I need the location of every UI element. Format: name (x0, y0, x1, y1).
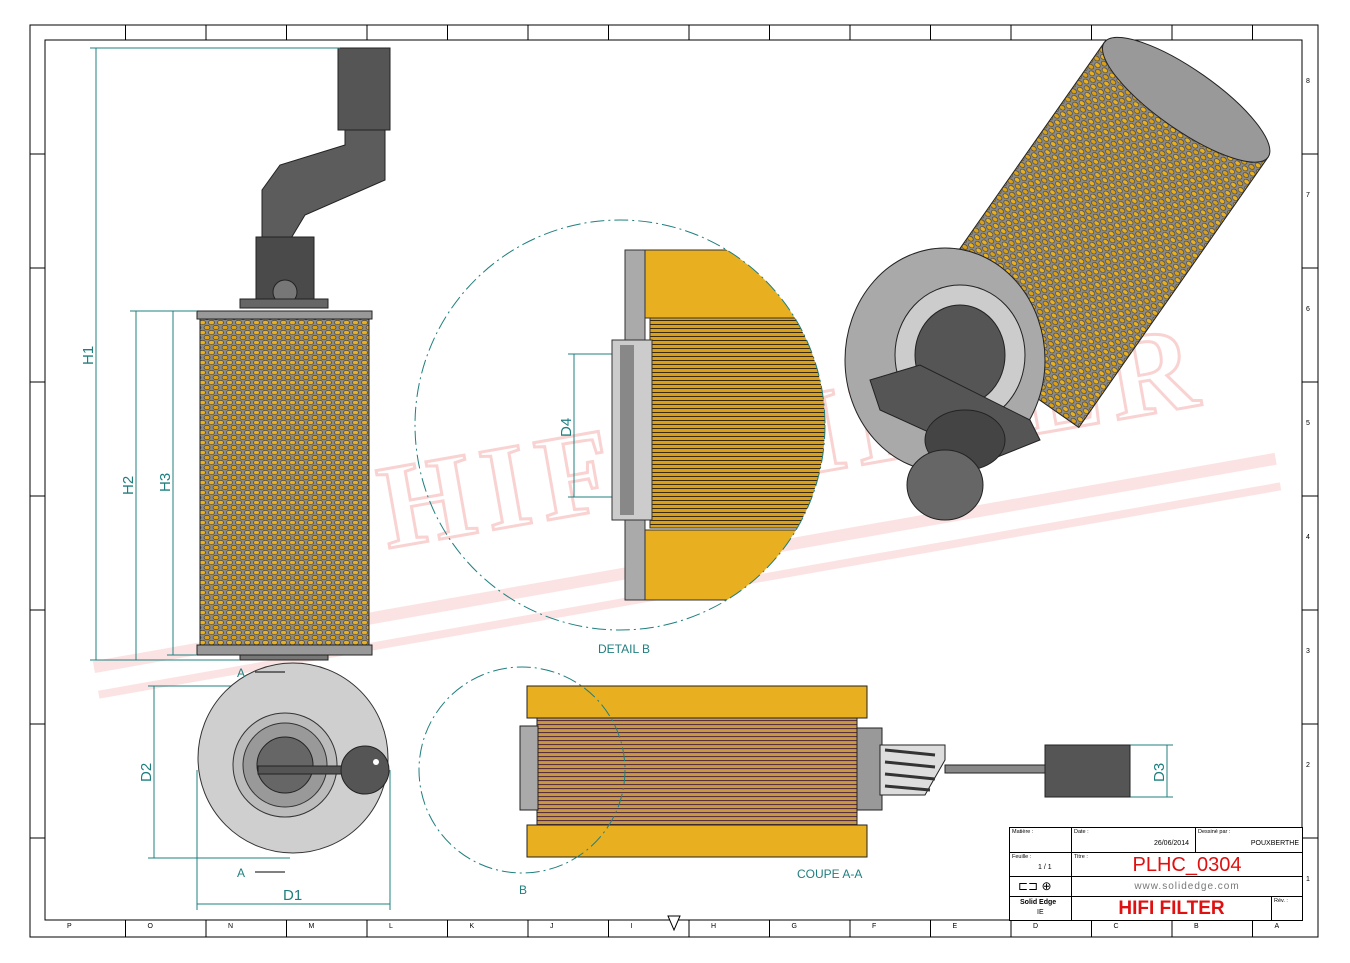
border-column-label: C (1113, 923, 1119, 930)
dimension-lines (90, 47, 1173, 910)
section-a-a-view (418, 666, 1131, 874)
border-column-label: J (550, 923, 554, 930)
drawing-title: PLHC_0304 (1132, 854, 1242, 876)
border-row-label: 5 (1306, 420, 1310, 427)
border-row-label: 3 (1306, 648, 1310, 655)
border-column-label: M (308, 923, 315, 930)
border-column-label: L (389, 923, 393, 930)
date-value: 26/06/2014 (1153, 840, 1189, 847)
bottom-view (197, 662, 390, 873)
border-column-label: K (469, 923, 475, 930)
revision-label: Rév. : (1274, 898, 1288, 904)
dim-h1: H1 (80, 346, 97, 365)
drawn-by-value: POUXBERTHE (1250, 840, 1299, 847)
border-column-label: G (791, 923, 797, 930)
border-row-label: 8 (1306, 78, 1310, 85)
border-column-label: I (630, 923, 633, 930)
date-label: Date : (1074, 829, 1089, 835)
dim-d2: D2 (138, 763, 155, 782)
border-column-label: P (67, 923, 72, 930)
dim-h3: H3 (157, 473, 174, 492)
detail-b-marker: B (519, 883, 527, 897)
section-marker-bottom: A (237, 866, 245, 880)
border-column-label: N (228, 923, 234, 930)
outer-frame (29, 24, 1319, 938)
border-column-label: O (147, 923, 153, 930)
dim-d3: D3 (1151, 763, 1168, 782)
border-column-label: D (1033, 923, 1039, 930)
material-label: Matière : (1012, 829, 1034, 835)
border-column-label: E (952, 923, 958, 930)
border-column-label: A (1274, 923, 1280, 930)
software-sub: IE (1037, 909, 1044, 916)
section-a-a-label: COUPE A-A (797, 867, 862, 881)
isometric-view (844, 36, 1271, 521)
border-column-label: B (1194, 923, 1199, 930)
projection-symbol-icon: ⊏⊐ ⊕ (1018, 879, 1052, 893)
brand-name: HIFI FILTER (1118, 898, 1225, 919)
sheet-value: 1 / 1 (1038, 864, 1052, 871)
section-marker-top: A (237, 666, 245, 680)
border-row-label: 7 (1306, 192, 1310, 199)
detail-b-label: DETAIL B (598, 642, 650, 656)
border-row-label: 6 (1306, 306, 1310, 313)
center-mark (667, 915, 681, 932)
drawn-by-label: Dessiné par : (1198, 829, 1231, 835)
title-label: Titre : (1074, 854, 1088, 860)
border-column-label: H (711, 923, 717, 930)
title-block: Matière : Date : 26/06/2014 Dessiné par :… (1009, 827, 1303, 921)
dim-d4: D4 (558, 418, 575, 437)
border-column-label: F (872, 923, 877, 930)
border-row-label: 4 (1306, 534, 1310, 541)
website: www.solidedge.com (1134, 881, 1240, 892)
software-name: Solid Edge (1020, 899, 1057, 906)
dim-d1: D1 (283, 887, 302, 904)
sheet-label: Feuille : (1012, 854, 1032, 860)
front-elevation-view (196, 47, 391, 661)
border-row-label: 2 (1306, 762, 1310, 769)
border-row-label: 1 (1306, 876, 1310, 883)
dim-h2: H2 (120, 476, 137, 495)
